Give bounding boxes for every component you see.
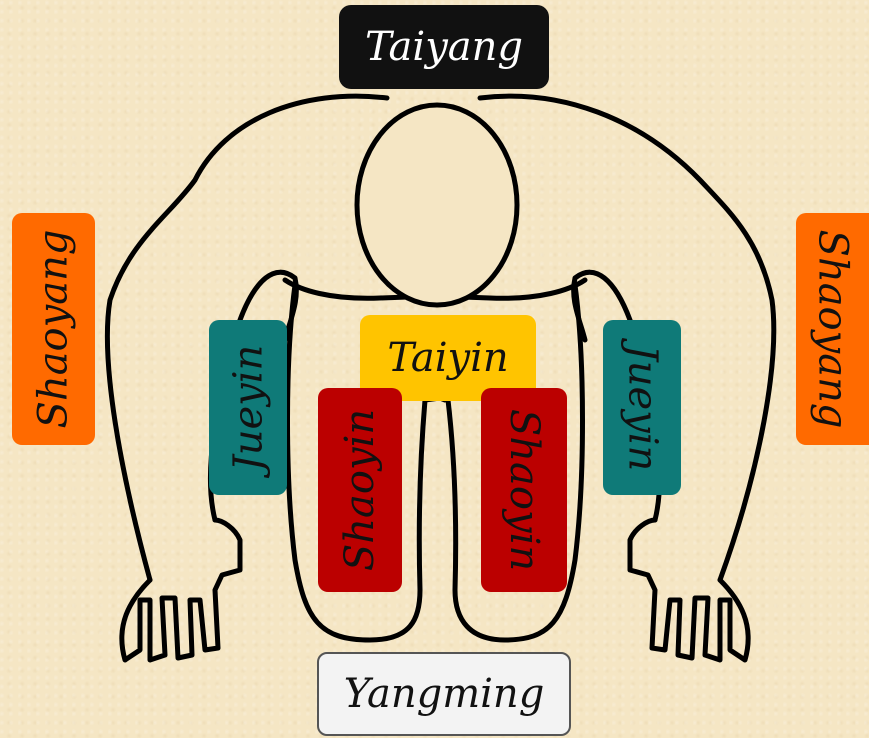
head-outline <box>357 105 517 305</box>
shaoyin-left-text: Shaoyin <box>337 409 383 571</box>
shaoyang-right-text: Shaoyang <box>810 230 856 429</box>
jueyin-right-text: Jueyin <box>619 344 665 471</box>
yangming-label: Yangming <box>317 652 571 736</box>
jueyin-left-label: Jueyin <box>209 320 287 495</box>
shaoyang-left-label: Shaoyang <box>12 213 95 445</box>
right-hand-outline <box>630 520 748 660</box>
shaoyin-right-label: Shaoyin <box>481 388 567 592</box>
yangming-text: Yangming <box>344 671 545 717</box>
shaoyin-right-text: Shaoyin <box>501 409 547 571</box>
taiyang-text: Taiyang <box>365 24 523 70</box>
shaoyin-left-label: Shaoyin <box>318 388 402 592</box>
jueyin-right-label: Jueyin <box>603 320 681 495</box>
taiyin-text: Taiyin <box>387 335 508 381</box>
shaoyang-right-label: Shaoyang <box>796 213 869 445</box>
taiyang-label: Taiyang <box>339 5 549 89</box>
jueyin-left-text: Jueyin <box>225 344 271 471</box>
shaoyang-left-text: Shaoyang <box>31 230 77 429</box>
